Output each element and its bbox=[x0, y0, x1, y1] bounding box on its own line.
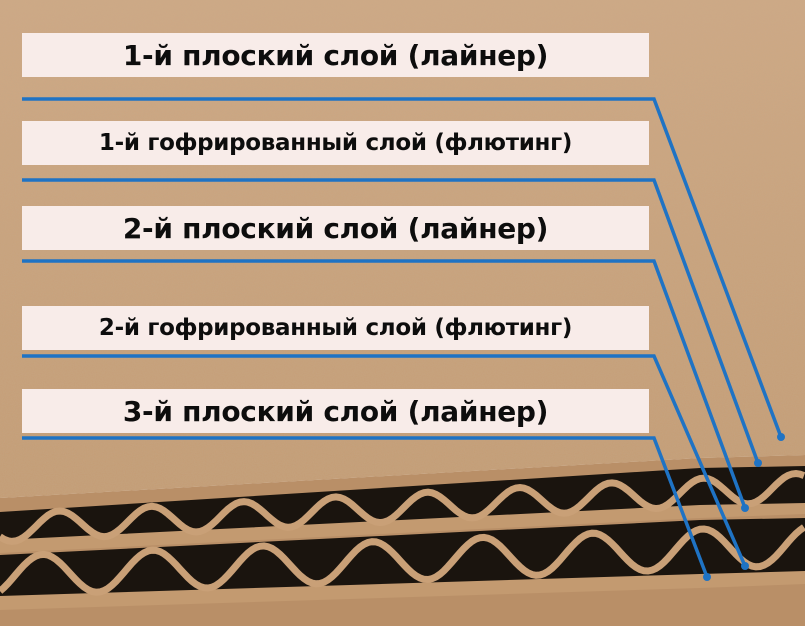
leader-line-2 bbox=[22, 178, 760, 464]
leader-line-end-dot-2 bbox=[754, 459, 762, 467]
layer-label-1-liner: 1-й плоский слой (лайнер) bbox=[22, 33, 649, 77]
leader-line-3 bbox=[22, 259, 747, 509]
leader-line-5 bbox=[22, 436, 709, 578]
lower-flute-wave bbox=[0, 524, 805, 596]
layer-label-3-liner: 3-й плоский слой (лайнер) bbox=[22, 389, 649, 433]
layer-label-2-fluting: 2-й гофрированный слой (флютинг) bbox=[22, 306, 649, 350]
leader-lines bbox=[22, 97, 785, 581]
leader-line-end-dot-3 bbox=[741, 504, 749, 512]
leader-line-end-dot-1 bbox=[777, 433, 785, 441]
leader-line-1 bbox=[22, 97, 783, 438]
layer-label-2-liner: 2-й плоский слой (лайнер) bbox=[22, 206, 649, 250]
leader-line-end-dot-4 bbox=[741, 562, 749, 570]
upper-flute-wave bbox=[0, 469, 805, 545]
cardboard-cut-edge bbox=[0, 455, 805, 626]
leader-line-end-dot-5 bbox=[703, 573, 711, 581]
leader-line-4 bbox=[22, 354, 747, 567]
corrugated-flutes bbox=[0, 469, 805, 596]
layer-label-1-fluting: 1-й гофрированный слой (флютинг) bbox=[22, 121, 649, 165]
